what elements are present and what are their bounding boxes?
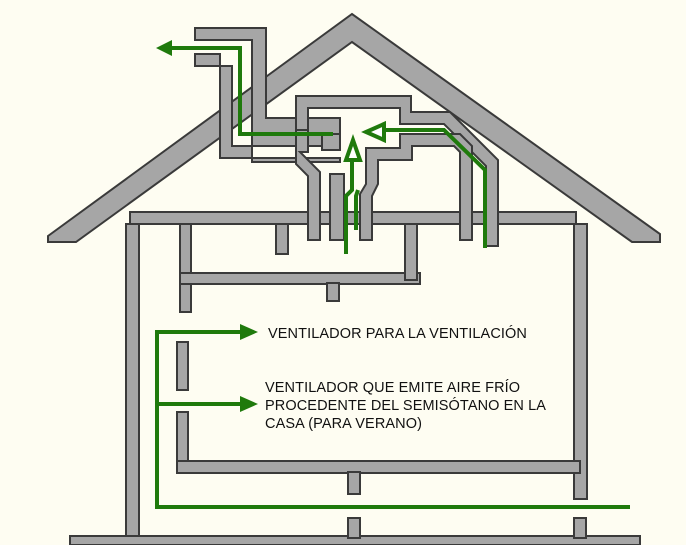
basement-post-right: [573, 517, 587, 539]
ceiling-slab: [129, 211, 577, 225]
exhaust-airflow-line: [170, 46, 333, 136]
central-arrowhead: [343, 133, 363, 162]
basement-post-left: [347, 517, 361, 539]
cool-air-label-line-3: CASA (PARA VERANO): [265, 416, 423, 432]
fan-housing-lower: [321, 133, 341, 151]
cool-air-arrowhead: [240, 396, 258, 412]
upper-floor-slab: [179, 272, 421, 285]
ventilation-fan-label: VENTILADOR PARA LA VENTILACIÓN: [268, 325, 527, 343]
attic-plenum: [295, 129, 321, 241]
upper-mid-stub: [275, 223, 289, 255]
interior-column-upper: [176, 341, 189, 391]
lower-slab-stub: [347, 471, 361, 495]
upper-right-post: [404, 223, 418, 281]
ventilation-arrowhead: [240, 324, 258, 340]
attic-center-post: [329, 173, 345, 241]
cool-air-label-line-1: VENTILADOR QUE EMITE AIRE FRÍO: [265, 380, 521, 396]
exhaust-arrowhead: [156, 40, 172, 56]
right-exterior-wall: [573, 223, 588, 500]
interior-left-partition: [179, 223, 192, 313]
cool-air-fan-label: VENTILADOR QUE EMITE AIRE FRÍO PROCEDENT…: [265, 379, 565, 433]
ventilation-fan-label-text: VENTILADOR PARA LA VENTILACIÓN: [268, 326, 527, 342]
cool-air-label-line-2: PROCEDENTE DEL SEMISÓTANO EN LA: [265, 398, 547, 414]
intake-airflow-line: [384, 128, 487, 248]
central-airflow-left: [344, 158, 354, 254]
lower-floor-slab: [176, 460, 581, 474]
roof-outline: [47, 12, 661, 243]
central-airflow-right: [354, 189, 360, 230]
slab-stub: [326, 282, 340, 302]
airflow-arrows: [155, 40, 630, 509]
house-walls: [47, 12, 661, 545]
basement-riser-line: [155, 330, 630, 509]
intake-arrowhead: [361, 120, 386, 144]
left-exterior-wall: [125, 223, 140, 545]
